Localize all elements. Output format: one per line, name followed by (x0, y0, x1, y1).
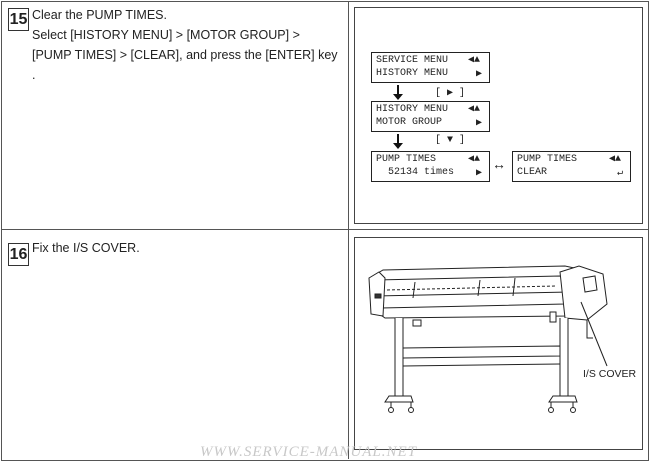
lcd-row: CLEAR (517, 167, 548, 178)
right-arrow-icon: ▶ (476, 69, 483, 80)
lcd-row: HISTORY MENU (376, 104, 449, 115)
printer-figure: I/S COVER (354, 237, 643, 450)
menu-flow-figure: SERVICE MENU HISTORY MENU ◀▲ ▶ [ ▶ ] HIS… (354, 7, 643, 224)
enter-icon: ↵ (617, 168, 624, 179)
step-16-title: Fix the I/S COVER. (32, 241, 140, 255)
lcd-history-menu: HISTORY MENU MOTOR GROUP ◀▲ ▶ (371, 101, 490, 132)
key-right: [ ▶ ] (435, 88, 466, 99)
left-right-arrows-icon: ◀▲ (609, 154, 622, 165)
printer-illustration (368, 265, 608, 413)
lcd-row: PUMP TIMES (376, 154, 437, 165)
double-arrow-icon: ↔ (492, 156, 506, 172)
right-arrow-icon: ▶ (476, 168, 483, 179)
step-15-instruction-line-2: [PUMP TIMES] > [CLEAR], and press the [E… (32, 48, 338, 62)
step-number-15: 15 (8, 8, 29, 31)
lcd-row: SERVICE MENU (376, 55, 449, 66)
lcd-row: MOTOR GROUP (376, 117, 443, 128)
watermark: WWW.SERVICE-MANUAL.NET (200, 444, 417, 460)
step-15-title: Clear the PUMP TIMES. (32, 8, 167, 22)
lcd-pump-times: PUMP TIMES 52134 times ◀▲ ▶ (371, 151, 490, 182)
step-15-instruction-line-3: . (32, 68, 36, 82)
down-arrow-icon (393, 85, 403, 100)
key-down: [ ▼ ] (435, 135, 466, 146)
section-divider (1, 229, 649, 230)
step-15-instruction-line-1: Select [HISTORY MENU] > [MOTOR GROUP] > (32, 28, 300, 42)
lcd-service-menu: SERVICE MENU HISTORY MENU ◀▲ ▶ (371, 52, 490, 83)
lcd-row: PUMP TIMES (517, 154, 578, 165)
lcd-pump-times-clear: PUMP TIMES CLEAR ◀▲ ↵ (512, 151, 631, 182)
lcd-row: 52134 times (376, 167, 455, 178)
left-right-arrows-icon: ◀▲ (468, 104, 481, 115)
step-number-16: 16 (8, 243, 29, 266)
left-right-arrows-icon: ◀▲ (468, 55, 481, 66)
left-right-arrows-icon: ◀▲ (468, 154, 481, 165)
right-arrow-icon: ▶ (476, 118, 483, 129)
column-divider-top (348, 2, 349, 229)
column-divider-bottom (348, 230, 349, 459)
down-arrow-icon (393, 134, 403, 149)
is-cover-label: I/S COVER (583, 368, 637, 380)
lcd-row: HISTORY MENU (376, 68, 449, 79)
